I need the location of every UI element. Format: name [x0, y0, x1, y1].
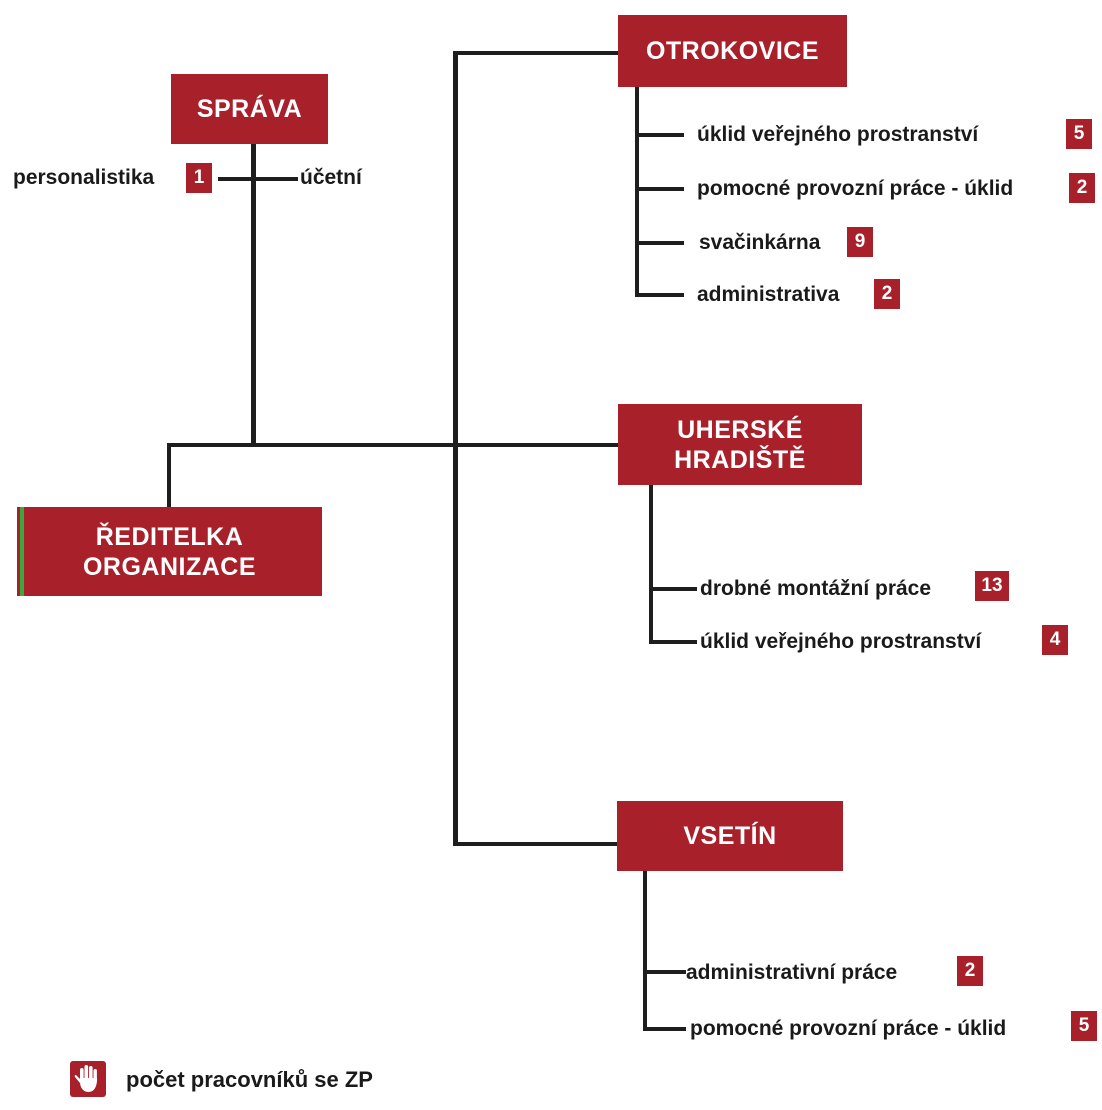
connector-spine: [453, 51, 458, 846]
vsetin-item-2-count: 5: [1071, 1011, 1097, 1041]
branch-otrokovice-title: OTROKOVICE: [645, 37, 820, 65]
branch-vsetin-box: VSETÍN: [617, 801, 843, 871]
connector-otrokovice-item-3: [635, 241, 684, 245]
connector-uh-item-2: [649, 640, 697, 644]
uh-item-1-label: drobné montážní práce: [700, 577, 932, 600]
connector-sprava-branch: [218, 177, 298, 181]
connector-otrokovice-item-2: [635, 187, 684, 191]
sprava-left-count: 1: [186, 163, 212, 193]
sprava-right-label: účetní: [300, 166, 362, 189]
director-line-2: ORGANIZACE: [82, 552, 257, 581]
branch-uh-title-line-1: UHERSKÉ: [677, 415, 803, 444]
connector-otrokovice-stem: [635, 87, 639, 297]
otrokovice-item-2-count: 2: [1069, 173, 1095, 203]
sprava-box: SPRÁVA: [171, 74, 328, 144]
connector-vsetin-stem: [643, 870, 647, 1030]
vsetin-item-1-count: 2: [957, 956, 983, 986]
connector-sprava-trunk: [251, 143, 256, 446]
branch-vsetin-title: VSETÍN: [683, 822, 777, 850]
branch-uh-title-line-2: HRADIŠTĚ: [674, 445, 806, 474]
otrokovice-item-4-count: 2: [874, 279, 900, 309]
connector-vsetin-item-1: [643, 970, 686, 974]
connector-otrokovice: [453, 51, 619, 55]
otrokovice-item-3-label: svačinkárna: [699, 231, 821, 254]
connector-otrokovice-item-1: [635, 133, 684, 137]
otrokovice-item-1-count: 5: [1066, 119, 1092, 149]
connector-main-horizontal: [167, 443, 619, 447]
connector-uh-item-1: [649, 587, 697, 591]
branch-uherske-hradiste-box: UHERSKÉ HRADIŠTĚ: [618, 404, 862, 485]
otrokovice-item-2-label: pomocné provozní práce - úklid: [697, 177, 1014, 200]
director-line-1: ŘEDITELKA: [95, 522, 244, 551]
connector-uh-stem: [649, 484, 653, 644]
branch-otrokovice-box: OTROKOVICE: [618, 15, 847, 87]
connector-vsetin: [453, 842, 619, 846]
sprava-left-label: personalistika: [13, 166, 155, 189]
uh-item-2-label: úklid veřejného prostranství: [700, 630, 982, 653]
otrokovice-item-3-count: 9: [847, 227, 873, 257]
vsetin-item-1-label: administrativní práce: [686, 961, 898, 984]
hand-icon: [70, 1061, 106, 1097]
sprava-title: SPRÁVA: [196, 95, 303, 123]
connector-director: [167, 443, 171, 507]
vsetin-item-2-label: pomocné provozní práce - úklid: [690, 1017, 1007, 1040]
legend-text: počet pracovníků se ZP: [126, 1067, 373, 1092]
otrokovice-item-4-label: administrativa: [697, 283, 840, 306]
connector-vsetin-item-2: [643, 1027, 686, 1031]
director-green-edge: [20, 507, 24, 596]
uh-item-1-count: 13: [975, 571, 1009, 601]
uh-item-2-count: 4: [1042, 625, 1068, 655]
otrokovice-item-1-label: úklid veřejného prostranství: [697, 123, 979, 146]
director-box: ŘEDITELKA ORGANIZACE: [17, 507, 322, 596]
connector-otrokovice-item-4: [635, 293, 684, 297]
